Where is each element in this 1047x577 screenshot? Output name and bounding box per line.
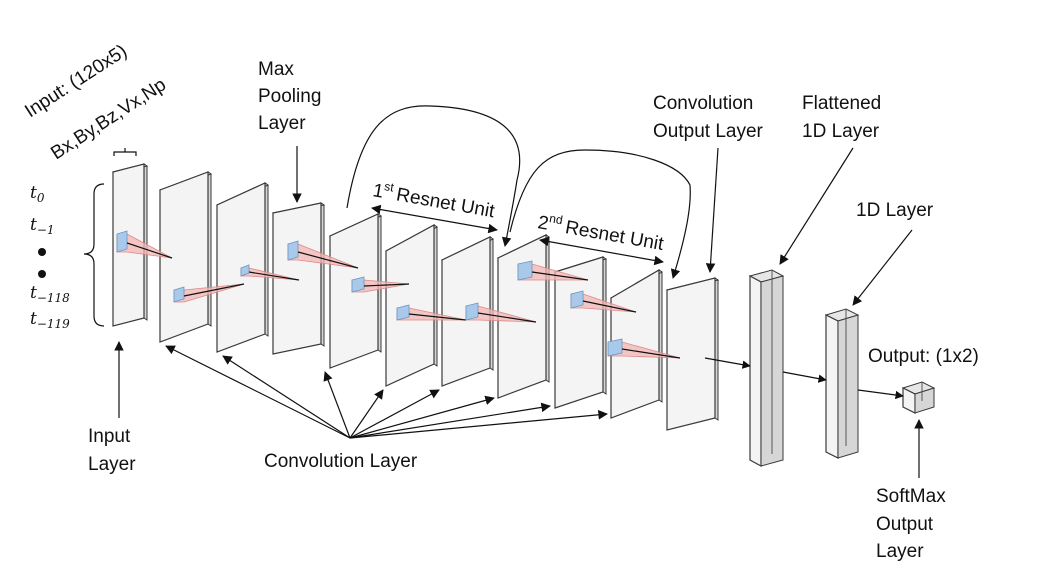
conv-output-pointer <box>705 147 719 273</box>
convolution-layer-label: Convolution Layer <box>264 451 418 472</box>
time-step-labels: t0 t−1 t−118 t−119 <box>30 183 70 331</box>
kernel-conv-1 <box>173 283 245 303</box>
resnet-2-skip-arrow <box>509 149 691 279</box>
convolution-pointer-5 <box>349 389 440 439</box>
convolution-pointer-8 <box>349 410 608 439</box>
softmax-label-line1: SoftMax <box>876 486 946 507</box>
flow-arrow-1d-to-output <box>857 389 904 400</box>
flattened-pointer <box>779 147 854 265</box>
convolution-pointer-7 <box>349 402 551 439</box>
time-step-t-1: t−1 <box>30 215 55 237</box>
time-brace <box>83 183 105 327</box>
conv-output-label-line2: Output Layer <box>653 121 764 142</box>
resnet-1-skip-arrow <box>346 105 521 247</box>
time-step-t-118: t−118 <box>30 283 70 305</box>
flattened-label-line1: Flattened <box>802 93 881 114</box>
one-d-layer-label: 1D Layer <box>856 200 934 221</box>
convolution-kernels <box>116 230 681 359</box>
max-pooling-label-line1: Max <box>258 59 294 80</box>
layer-panels <box>111 163 720 431</box>
kernel-conv-2 <box>240 264 300 281</box>
softmax-output-box <box>901 381 936 414</box>
feature-width-bracket <box>113 148 137 156</box>
flattened-1d-box <box>748 269 785 468</box>
kernel-pool <box>287 240 359 269</box>
one-d-layer-pointer <box>852 229 913 306</box>
max-pooling-label-line3: Layer <box>258 113 306 134</box>
resnet-1-label: 1stResnet Unit <box>371 177 497 222</box>
time-step-t0: t0 <box>30 183 45 205</box>
convolution-pointer-1 <box>165 345 351 439</box>
flow-arrow-conv-to-flatten <box>704 357 751 369</box>
one-d-layer-box <box>824 308 860 459</box>
conv-panel-1 <box>158 171 213 343</box>
ellipsis-dot-1 <box>38 248 46 256</box>
input-layer-label-line1: Input <box>88 426 131 447</box>
conv-output-label-line1: Convolution <box>653 93 753 114</box>
softmax-label-line2: Output <box>876 514 934 535</box>
time-step-t-119: t−119 <box>30 309 70 331</box>
input-layer-label-line2: Layer <box>88 454 136 475</box>
ellipsis-dot-2 <box>38 270 46 278</box>
softmax-label-line3: Layer <box>876 541 924 562</box>
kernel-conv-7 <box>570 290 637 313</box>
resnet-2-span-arrow <box>539 236 664 266</box>
kernel-conv-5 <box>465 302 537 323</box>
kernel-input <box>116 230 173 259</box>
conv-panel-4 <box>385 223 438 387</box>
resnet-2-label: 2ndResnet Unit <box>536 209 666 255</box>
kernel-conv-8 <box>607 338 681 359</box>
conv-panel-2 <box>215 182 270 353</box>
max-pooling-label-line2: Pooling <box>258 86 321 107</box>
max-pooling-panel <box>271 202 326 355</box>
output-shape-label: Output: (1x2) <box>868 346 979 367</box>
convolution-pointer-2 <box>222 355 351 439</box>
kernel-conv-3 <box>351 276 410 293</box>
kernel-conv-4 <box>396 304 467 321</box>
convolution-pointer-3 <box>323 371 351 439</box>
kernel-conv-6 <box>517 260 589 281</box>
flow-arrow-flatten-to-1d <box>782 371 827 383</box>
convolution-pointer-4 <box>349 389 384 439</box>
convolution-pointer-6 <box>349 395 495 439</box>
flattened-label-line2: 1D Layer <box>802 121 880 142</box>
resnet-1-span-arrow <box>371 204 498 234</box>
conv-output-panel <box>665 277 720 431</box>
convolution-layer-pointers <box>165 345 608 439</box>
